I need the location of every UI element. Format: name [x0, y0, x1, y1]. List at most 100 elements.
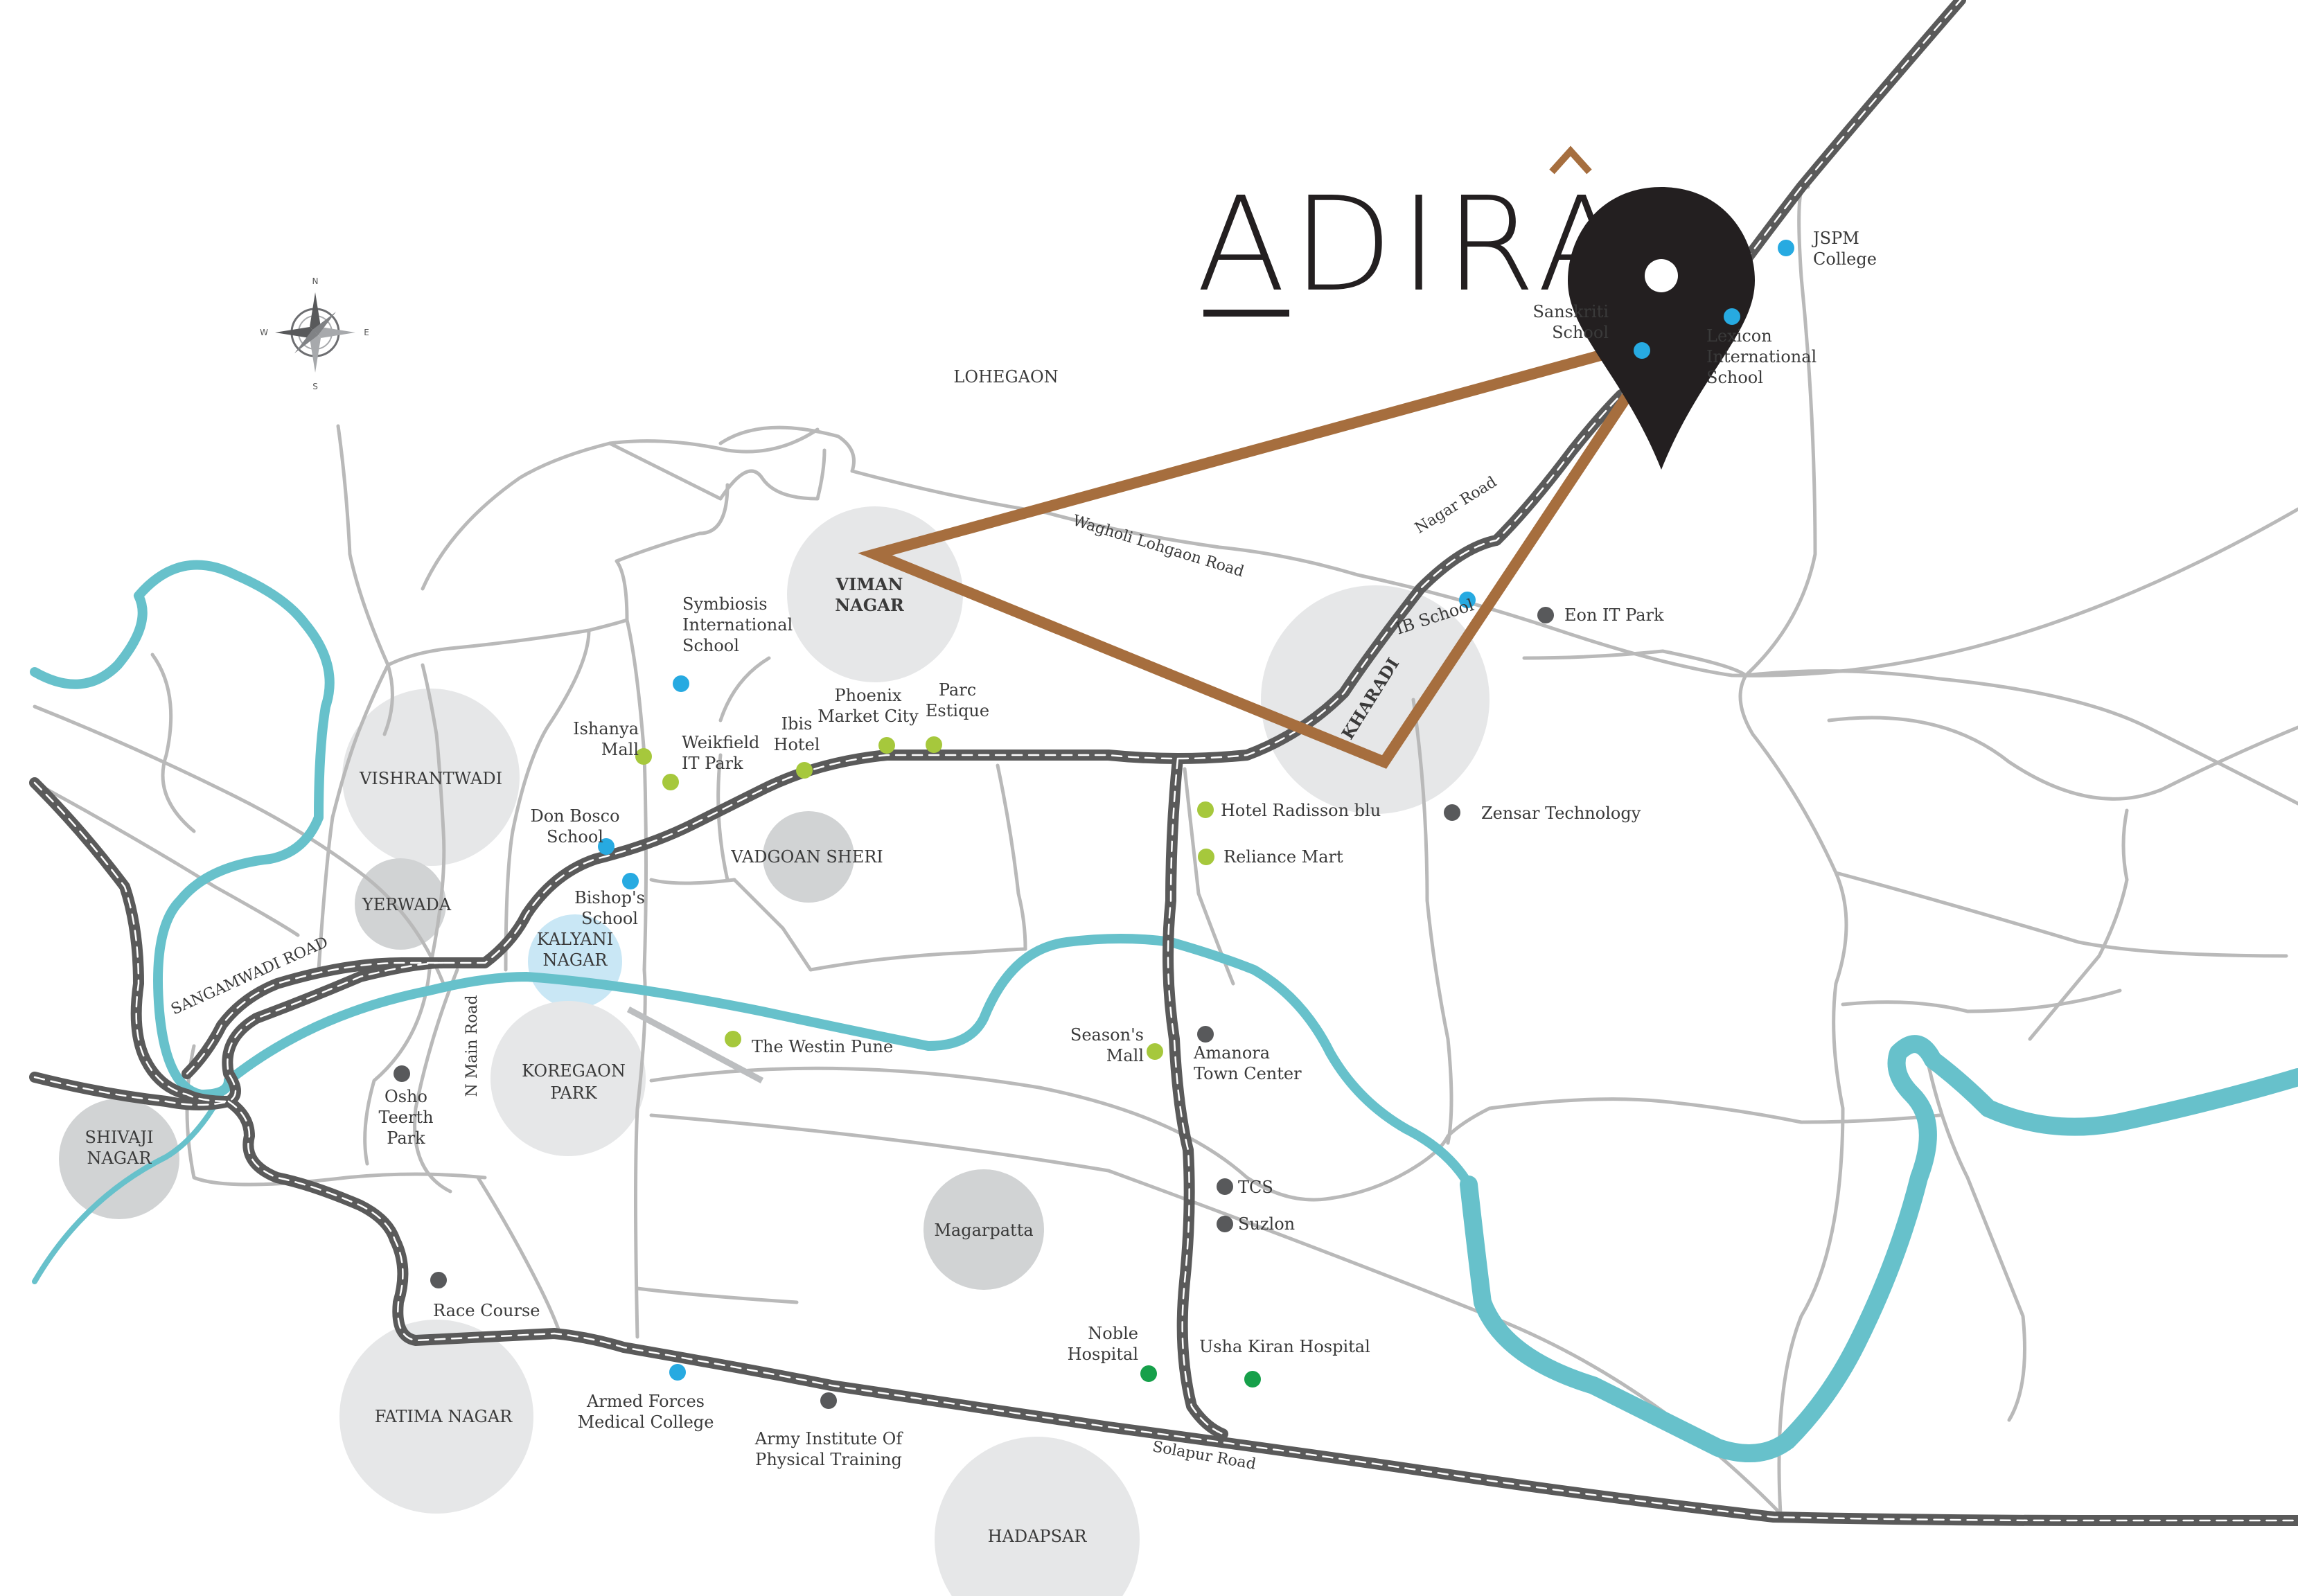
poi-marker-school [673, 675, 689, 692]
poi-marker-hospital [1140, 1365, 1157, 1382]
compass-w: W [260, 328, 268, 337]
poi-marker-leisure [926, 736, 942, 753]
poi-westin[interactable]: The Westin Pune [725, 1031, 893, 1056]
road-label-nagar: Nagar Road [1412, 473, 1500, 537]
highway-dashes [33, 0, 2298, 1522]
area-label-yerwada: YERWADA [362, 895, 452, 914]
poi-marker-leisure [1197, 801, 1214, 818]
poi-marker-business [430, 1272, 447, 1288]
poi-label: Hotel Radisson blu [1221, 801, 1381, 820]
poi-marker-school [1459, 592, 1476, 608]
westin-connector [626, 1007, 764, 1083]
poi-eon[interactable]: Eon IT Park [1537, 605, 1664, 625]
poi-marker-leisure [1147, 1043, 1163, 1060]
poi-marker-business [394, 1065, 410, 1082]
compass-e: E [364, 328, 369, 337]
poi-marker-school [622, 873, 639, 889]
area-circle-vimannagar [787, 506, 963, 682]
area-circle-vadgoansheri [763, 811, 854, 903]
river-east [1460, 1035, 2298, 1462]
area-label-vadgoansheri: VADGOAN SHERI [730, 847, 883, 867]
poi-marker-leisure [878, 737, 895, 754]
poi-reliance[interactable]: Reliance Mart [1198, 847, 1343, 867]
poi-label: Reliance Mart [1223, 847, 1343, 867]
poi-marker-school [598, 838, 615, 855]
poi-marker-school [1778, 240, 1794, 256]
area-circle-fatimanagar [339, 1320, 533, 1514]
poi-tcs[interactable]: TCS [1217, 1178, 1273, 1197]
poi-ushakiran[interactable]: Usha Kiran Hospital [1199, 1337, 1370, 1387]
poi-marker-business [1217, 1178, 1233, 1195]
area-circle-shivajinagar [59, 1099, 179, 1219]
poi-zensar[interactable]: Zensar Technology [1444, 804, 1641, 823]
poi-marker-business [1537, 607, 1554, 623]
poi-label: TCS [1238, 1178, 1273, 1197]
poi-marker-leisure [635, 748, 652, 765]
poi-marker-business [1197, 1026, 1214, 1043]
brand-name: ADIRA [1196, 169, 1633, 321]
compass-rose: N S E W [260, 276, 369, 391]
route-triangle [858, 328, 1679, 769]
poi-label: Suzlon [1238, 1214, 1295, 1234]
poi-marker-business [820, 1392, 837, 1409]
poi-radisson[interactable]: Hotel Radisson blu [1197, 801, 1381, 820]
brand-accent-caret [1549, 145, 1592, 175]
poi-marker-business [1444, 804, 1460, 821]
poi-label: Race Course [433, 1301, 540, 1320]
poi-marker-school [1724, 308, 1740, 325]
compass-s: S [312, 382, 318, 391]
river-south-branch [32, 1078, 231, 1284]
river-main [224, 934, 1474, 1189]
area-label-vishrantwadi: VISHRANTWADI [359, 769, 502, 788]
brand-underline [1203, 310, 1289, 317]
area-circles [59, 506, 1490, 1596]
location-pin-icon [1568, 187, 1755, 470]
poi-marker-business [1217, 1216, 1233, 1232]
area-circle-koregaonpark [490, 1001, 646, 1156]
area-label-magarpatta: Magarpatta [934, 1221, 1033, 1240]
compass-n: N [312, 276, 319, 286]
poi-suzlon[interactable]: Suzlon [1217, 1214, 1295, 1234]
poi-label: Zensar Technology [1481, 804, 1641, 823]
area-circle-hadapsar [935, 1437, 1140, 1596]
poi-racecourse[interactable]: Race Course [430, 1272, 540, 1320]
river-north [30, 560, 335, 1099]
